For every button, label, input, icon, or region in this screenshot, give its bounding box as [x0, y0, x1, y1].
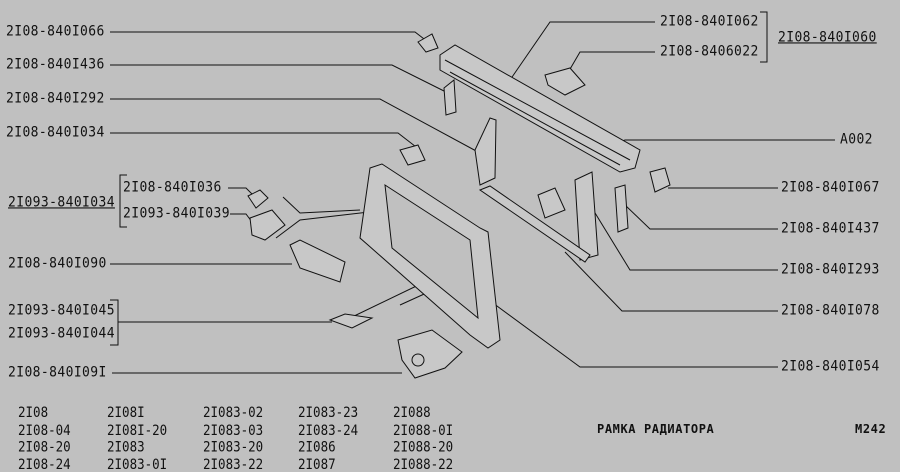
label-2108-8401034: 2I08-840I034: [6, 124, 105, 141]
label-2108-8401078: 2I08-840I078: [781, 302, 880, 319]
label-a002: A002: [840, 131, 873, 148]
model-code: 2I086: [298, 438, 336, 455]
model-code: 2I083-02: [203, 404, 264, 421]
label-2108-8406022: 2I08-8406022: [660, 43, 759, 60]
model-column-1: 2I08 2I08-04 2I08-20 2I08-24: [18, 404, 71, 472]
model-code: 2I087: [298, 455, 336, 472]
model-code: 2I083-03: [203, 421, 264, 438]
model-code: 2I083-23: [298, 404, 359, 421]
label-2108-8401437: 2I08-840I437: [781, 220, 880, 237]
label-21093-8401039: 2I093-840I039: [123, 205, 230, 222]
model-column-2: 2I08I 2I08I-20 2I083 2I083-0I: [107, 404, 167, 472]
diagram-title: РАМКА РАДИАТОРА: [597, 422, 715, 436]
label-21093-8401044: 2I093-840I044: [8, 325, 115, 342]
model-code: 2I088-0I: [393, 421, 454, 438]
label-2108-8401436: 2I08-840I436: [6, 56, 105, 73]
label-group-21093-8401034: 2I093-840I034: [8, 194, 115, 211]
model-code: 2I08-20: [18, 438, 71, 455]
label-group-2108-8401060: 2I08-840I060: [778, 29, 877, 46]
model-code: 2I08I: [107, 404, 145, 421]
model-column-4: 2I083-23 2I083-24 2I086 2I087: [298, 404, 358, 472]
model-column-5: 2I088 2I088-0I 2I088-20 2I088-22: [393, 404, 453, 472]
model-code: 2I08: [18, 404, 49, 421]
label-2108-8401054: 2I08-840I054: [781, 358, 880, 375]
model-code: 2I088-20: [393, 438, 454, 455]
model-code: 2I083-0I: [107, 455, 168, 472]
model-code: 2I083-20: [203, 438, 264, 455]
label-2108-8401090: 2I08-840I090: [8, 255, 107, 272]
model-code: 2I088: [393, 404, 431, 421]
label-2108-8401067: 2I08-840I067: [781, 179, 880, 196]
model-code: 2I08-24: [18, 455, 71, 472]
label-2108-8401062: 2I08-840I062: [660, 13, 759, 30]
model-code: 2I088-22: [393, 455, 454, 472]
model-code: 2I083: [107, 438, 145, 455]
upper-cross-member: [439, 44, 641, 173]
model-code: 2I083-22: [203, 455, 264, 472]
model-code: 2I08-04: [18, 421, 71, 438]
small-parts: [247, 33, 671, 379]
model-code: 2I083-24: [298, 421, 359, 438]
diagram-code: M242: [855, 422, 887, 436]
label-2108-8401066: 2I08-840I066: [6, 23, 105, 40]
brackets: [110, 11, 768, 346]
radiator-frame: [359, 144, 501, 349]
label-2108-8401292: 2I08-840I292: [6, 90, 105, 107]
label-21093-8401045: 2I093-840I045: [8, 302, 115, 319]
model-code: 2I08I-20: [107, 421, 168, 438]
label-2108-8401036: 2I08-840I036: [123, 179, 222, 196]
model-column-3: 2I083-02 2I083-03 2I083-20 2I083-22: [203, 404, 263, 472]
label-2108-8401293: 2I08-840I293: [781, 261, 880, 278]
label-2108-8401091: 2I08-840I09I: [8, 364, 107, 381]
